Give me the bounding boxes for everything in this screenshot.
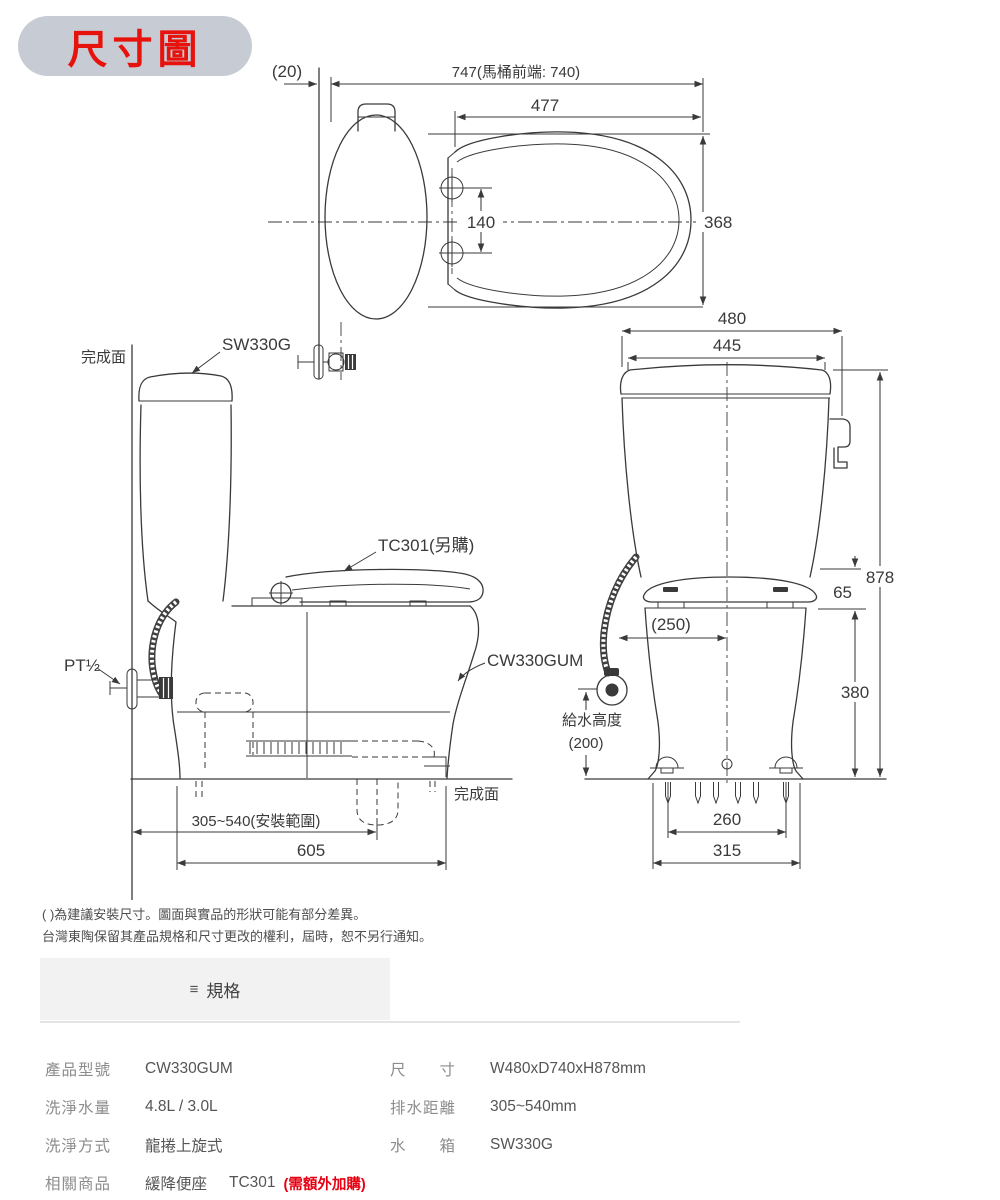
- finish-surface-label-top: 完成面: [81, 349, 126, 366]
- spec-label: 尺 寸: [390, 1062, 457, 1079]
- spec-value: 4.8L / 3.0L: [145, 1098, 218, 1115]
- dim-label-65: 65: [833, 583, 852, 602]
- finish-surface-label-bottom: 完成面: [454, 786, 499, 803]
- dim-label-605: 605: [297, 841, 325, 860]
- spec-value: 緩降便座: [145, 1176, 208, 1193]
- spec-row-flush-type: 洗淨方式 龍捲上旋式: [45, 1134, 223, 1156]
- spec-label: 排水距離: [390, 1100, 457, 1117]
- spec-label: 水 箱: [390, 1138, 457, 1155]
- dim-label-747: 747(馬桶前端: 740): [452, 64, 580, 81]
- spec-label: 洗淨水量: [45, 1100, 112, 1117]
- related-purchase-note: (需額外加購): [283, 1176, 366, 1193]
- dim-label-477: 477: [531, 96, 559, 115]
- spec-value: W480xD740xH878mm: [490, 1060, 646, 1077]
- dim-label-install-range: 305~540(安裝範圍): [192, 812, 321, 830]
- dim-label-140: 140: [467, 213, 495, 232]
- seat-model-label: TC301(另購): [378, 536, 474, 555]
- spec-section-header: ≡ 規格: [40, 958, 390, 1020]
- dim-label-380: 380: [841, 683, 869, 702]
- spec-row-flush-volume: 洗淨水量 4.8L / 3.0L: [45, 1096, 218, 1118]
- spec-label: 相關商品: [45, 1176, 112, 1193]
- side-view: 完成面 SW330G TC301(另購) PT½ CW330GUM 完成面 30…: [64, 335, 583, 904]
- supply-height-value: (200): [568, 735, 603, 752]
- spec-value: 305~540mm: [490, 1098, 577, 1115]
- dim-label-315: 315: [713, 841, 741, 860]
- front-view: 480 445 878 65 (250) 380 給水高度 (200) 260 …: [556, 309, 900, 869]
- spec-label: 洗淨方式: [45, 1138, 112, 1155]
- list-icon: ≡: [189, 980, 199, 998]
- spec-value: 龍捲上旋式: [145, 1138, 223, 1155]
- dim-label-878: 878: [866, 568, 894, 587]
- spec-row-model: 產品型號 CW330GUM: [45, 1058, 233, 1080]
- note-line-1: ( )為建議安裝尺寸。圖面與實品的形狀可能有部分差異。: [42, 907, 367, 922]
- tank-model-label: SW330G: [222, 335, 291, 354]
- spec-row-drain-distance: 排水距離 305~540mm: [390, 1096, 577, 1118]
- supply-thread-label: PT½: [64, 656, 100, 675]
- bowl-model-label: CW330GUM: [487, 651, 583, 670]
- spec-row-related: 相關商品 緩降便座 TC301 (需額外加購): [45, 1172, 366, 1194]
- spec-section-title: 規格: [206, 981, 241, 1001]
- page-title: 尺寸圖: [67, 28, 203, 72]
- dimension-diagram: (20) 747(馬桶前端: 740) 477 140 368: [64, 62, 900, 904]
- supply-height-label: 給水高度: [562, 712, 622, 729]
- dim-label-260: 260: [713, 810, 741, 829]
- dim-label-250: (250): [651, 615, 691, 634]
- spec-divider: [40, 1021, 740, 1023]
- dim-label-368: 368: [704, 213, 732, 232]
- spec-value: SW330G: [490, 1136, 553, 1153]
- notes: ( )為建議安裝尺寸。圖面與實品的形狀可能有部分差異。 台灣東陶保留其產品規格和…: [42, 904, 432, 948]
- related-model: TC301: [229, 1174, 276, 1191]
- dim-label-20: (20): [272, 62, 302, 81]
- dim-label-445: 445: [713, 336, 741, 355]
- top-view: (20) 747(馬桶前端: 740) 477 140 368: [268, 62, 744, 380]
- spec-row-tank: 水 箱 SW330G: [390, 1134, 553, 1156]
- note-line-2: 台灣東陶保留其產品規格和尺寸更改的權利，屆時，恕不另行通知。: [42, 929, 433, 944]
- spec-label: 產品型號: [45, 1062, 112, 1079]
- title-pill: 尺寸圖: [18, 16, 252, 76]
- dim-label-480: 480: [718, 309, 746, 328]
- spec-row-size: 尺 寸 W480xD740xH878mm: [390, 1058, 646, 1080]
- spec-value: CW330GUM: [145, 1060, 233, 1077]
